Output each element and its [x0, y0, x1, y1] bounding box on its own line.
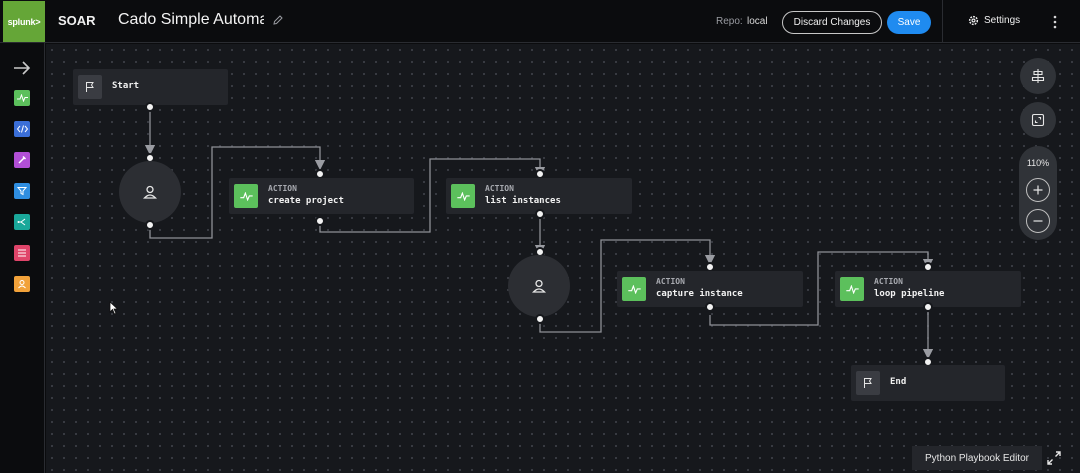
filter-icon [17, 187, 27, 196]
zoom-level: 110% [1026, 158, 1050, 168]
filter-block-tool[interactable] [14, 183, 30, 199]
minus-icon [1033, 220, 1043, 222]
code-icon [16, 125, 28, 133]
plus-icon [1033, 185, 1043, 195]
prompt-node-1[interactable] [119, 161, 181, 223]
utility-block-tool[interactable] [14, 152, 30, 168]
action-badge [451, 184, 475, 208]
action-icon [627, 284, 641, 294]
save-button[interactable]: Save [887, 11, 931, 34]
node-type: ACTION [656, 277, 685, 286]
node-label: create project [268, 196, 344, 206]
zoom-controls: 110% [1019, 146, 1057, 240]
action-icon [239, 191, 253, 201]
auto-arrange-button[interactable] [1020, 58, 1056, 94]
zoom-out-button[interactable] [1026, 209, 1050, 233]
action-icon [456, 191, 470, 201]
action-node-list-instances[interactable]: ACTION list instances [446, 178, 632, 214]
python-editor-tab[interactable]: Python Playbook Editor [912, 446, 1042, 470]
settings-button[interactable]: Settings [968, 15, 1020, 26]
prompt2-output-port[interactable] [535, 314, 545, 324]
action-badge [840, 277, 864, 301]
format-block-tool[interactable] [14, 245, 30, 261]
flag-icon [864, 378, 872, 388]
node-label: loop pipeline [874, 289, 945, 299]
user-icon [143, 185, 157, 199]
action-icon [845, 284, 859, 294]
prompt-node-2[interactable] [508, 255, 570, 317]
node-type: ACTION [485, 184, 514, 193]
prompt1-output-port[interactable] [145, 220, 155, 230]
start-node[interactable]: Start [73, 69, 228, 105]
zoom-in-button[interactable] [1026, 178, 1050, 202]
list-instances-output-port[interactable] [535, 209, 545, 219]
end-node[interactable]: End [851, 365, 1005, 401]
prompt-block-tool[interactable] [14, 276, 30, 292]
more-options-icon[interactable] [1050, 13, 1060, 31]
block-toolbar [0, 43, 45, 473]
gear-icon [968, 15, 979, 26]
prompt-icon [18, 280, 26, 289]
format-icon [18, 249, 26, 257]
divider [942, 0, 943, 43]
start-output-port[interactable] [145, 102, 155, 112]
expand-icon[interactable] [1046, 450, 1062, 466]
discard-changes-button[interactable]: Discard Changes [782, 11, 882, 34]
end-label: End [890, 377, 907, 387]
mouse-cursor-icon [109, 301, 119, 315]
node-type: ACTION [874, 277, 903, 286]
splunk-logo[interactable]: splunk> [3, 1, 45, 42]
action-badge [234, 184, 258, 208]
capture-instance-output-port[interactable] [705, 302, 715, 312]
node-label: list instances [485, 196, 561, 206]
code-block-tool[interactable] [14, 121, 30, 137]
action-node-capture-instance[interactable]: ACTION capture instance [617, 271, 803, 307]
action-node-create-project[interactable]: ACTION create project [229, 178, 414, 214]
expand-rail-arrow-icon[interactable] [13, 60, 31, 76]
pencil-icon[interactable] [272, 14, 284, 26]
fit-to-screen-button[interactable] [1020, 102, 1056, 138]
decision-icon [17, 218, 26, 226]
repo-label: Repo: [716, 16, 743, 27]
repo-value: local [747, 16, 768, 27]
decision-block-tool[interactable] [14, 214, 30, 230]
node-label: capture instance [656, 289, 743, 299]
action-icon [16, 94, 28, 102]
top-bar: splunk> SOAR Cado Simple Automati Repo: … [0, 0, 1080, 43]
align-icon [1031, 69, 1045, 83]
settings-label: Settings [984, 15, 1021, 26]
action-block-tool[interactable] [14, 90, 30, 106]
playbook-canvas[interactable] [46, 44, 1080, 473]
flag-icon [86, 82, 94, 92]
loop-pipeline-output-port[interactable] [923, 302, 933, 312]
playbook-title[interactable]: Cado Simple Automati [118, 11, 264, 28]
action-badge [622, 277, 646, 301]
node-type: ACTION [268, 184, 297, 193]
fit-screen-icon [1031, 113, 1045, 127]
utility-icon [18, 155, 27, 164]
create-project-output-port[interactable] [315, 216, 325, 226]
user-icon [532, 279, 546, 293]
start-flag [78, 75, 102, 99]
app-name: SOAR [58, 13, 96, 28]
end-flag [856, 371, 880, 395]
action-node-loop-pipeline[interactable]: ACTION loop pipeline [835, 271, 1021, 307]
start-label: Start [112, 81, 140, 91]
